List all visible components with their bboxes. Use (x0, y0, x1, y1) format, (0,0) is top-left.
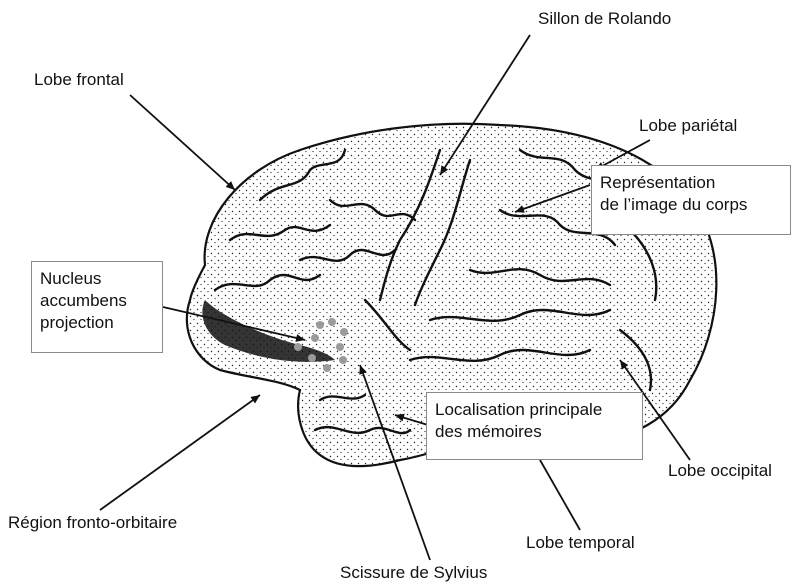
box-nucleus-accumbens: Nucleus accumbens projection (31, 261, 163, 353)
label-lobe-temporal: Lobe temporal (526, 532, 635, 553)
box-nucleus-line-1: Nucleus (40, 268, 154, 290)
box-representation-image-corps: Représentation de l’image du corps (591, 165, 791, 235)
label-region-fronto-orbitaire: Région fronto-orbitaire (8, 512, 177, 533)
label-sillon-de-rolando: Sillon de Rolando (538, 8, 671, 29)
box-memoires-line-1: Localisation principale (435, 399, 634, 421)
box-nucleus-line-3: projection (40, 312, 154, 334)
box-localisation-memoires: Localisation principale des mémoires (426, 392, 643, 460)
line-lobe-temporal (540, 460, 580, 530)
line-lobe-frontal (130, 95, 235, 190)
box-representation-line-1: Représentation (600, 172, 782, 194)
box-representation-line-2: de l’image du corps (600, 194, 782, 216)
line-fronto-orbitaire (100, 395, 260, 510)
box-memoires-line-2: des mémoires (435, 421, 634, 443)
label-lobe-frontal: Lobe frontal (34, 69, 124, 90)
label-lobe-occipital: Lobe occipital (668, 460, 772, 481)
label-lobe-parietal: Lobe pariétal (639, 115, 737, 136)
label-scissure-de-sylvius: Scissure de Sylvius (340, 562, 487, 583)
box-nucleus-line-2: accumbens (40, 290, 154, 312)
